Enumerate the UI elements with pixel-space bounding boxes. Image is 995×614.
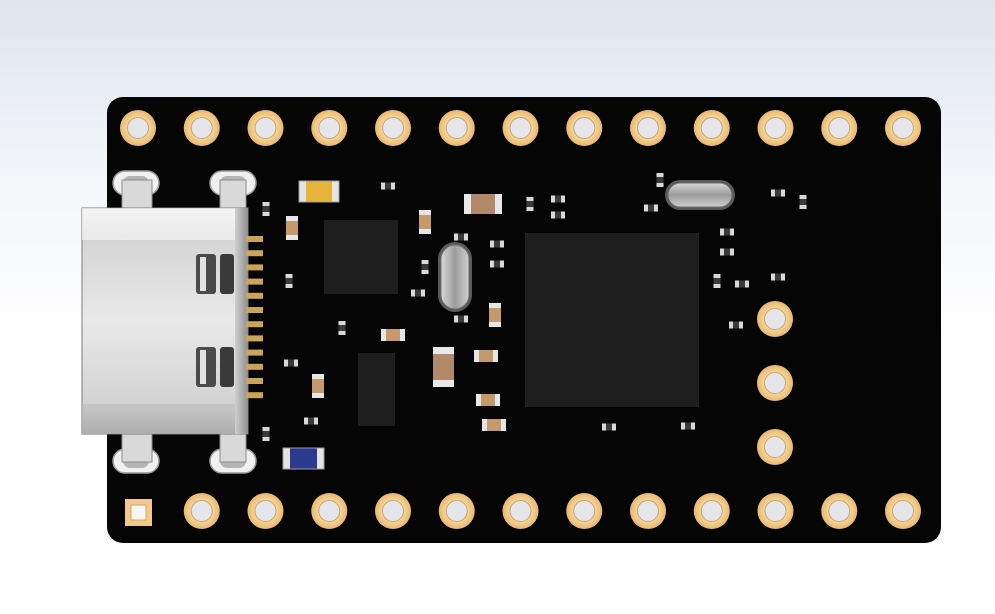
header-pad xyxy=(885,493,921,529)
usb-c-connector xyxy=(81,179,249,463)
side-pads xyxy=(757,301,793,465)
smd-resistor xyxy=(799,195,807,209)
header-pad xyxy=(821,110,858,146)
smd-capacitor xyxy=(489,303,501,327)
smd-resistor xyxy=(551,211,565,219)
header-pad xyxy=(375,110,411,146)
header-pad xyxy=(311,493,348,529)
capacitor-brown-vertical xyxy=(433,347,454,387)
usb-contact xyxy=(246,349,263,356)
header-pad xyxy=(630,493,666,529)
header-pad xyxy=(693,493,730,529)
header-pad xyxy=(502,110,539,146)
header-pad xyxy=(566,493,603,529)
top-header-pads xyxy=(120,110,921,146)
smd-capacitor xyxy=(286,216,298,240)
smd-resistor xyxy=(304,417,318,425)
smd-resistor xyxy=(713,274,721,288)
pin1-square-pad xyxy=(125,499,152,526)
header-pad xyxy=(693,110,730,146)
side-pad xyxy=(757,301,793,337)
usb-contact xyxy=(246,363,263,370)
header-pad xyxy=(757,493,794,529)
header-pad xyxy=(438,110,475,146)
header-pad xyxy=(183,493,220,529)
smd-resistor xyxy=(771,189,785,197)
smd-resistor xyxy=(551,195,565,203)
crystal-vertical xyxy=(438,242,472,312)
smd-resistor xyxy=(771,273,785,281)
header-pad xyxy=(630,110,666,146)
header-pad xyxy=(247,493,284,529)
header-pad xyxy=(757,110,794,146)
led-yellow xyxy=(298,180,340,203)
usb-contact xyxy=(246,264,263,271)
usb-interface-chip xyxy=(324,220,398,294)
header-pad xyxy=(183,110,220,146)
main-mcu-chip xyxy=(525,233,699,407)
side-pad xyxy=(757,365,793,401)
header-pad xyxy=(502,493,539,529)
led-blue xyxy=(282,447,325,470)
usb-contact xyxy=(246,250,263,257)
header-pad xyxy=(438,493,475,529)
usb-contact xyxy=(246,392,263,399)
smd-resistor xyxy=(262,202,270,216)
usb-contact xyxy=(246,292,263,299)
header-pad xyxy=(885,110,921,146)
smd-capacitor xyxy=(419,210,431,234)
usb-contact xyxy=(246,321,263,328)
smd-resistor xyxy=(729,321,743,329)
side-pad xyxy=(757,429,793,465)
smd-resistor xyxy=(338,321,346,335)
smd-resistor xyxy=(490,260,504,268)
pcb-board xyxy=(107,97,941,543)
smd-capacitor xyxy=(476,394,500,406)
header-pad xyxy=(247,110,284,146)
smd-resistor xyxy=(602,423,616,431)
smd-capacitor xyxy=(381,329,405,341)
usb-contact xyxy=(246,335,263,342)
smd-resistor xyxy=(285,274,293,288)
smd-resistor xyxy=(735,280,749,288)
header-pad xyxy=(375,493,411,529)
smd-resistor xyxy=(720,248,734,256)
header-pad xyxy=(120,110,156,146)
smd-resistor xyxy=(262,427,270,441)
usb-contact xyxy=(246,236,263,242)
smd-components xyxy=(262,173,807,441)
smd-resistor xyxy=(454,233,468,241)
capacitor-brown-horizontal xyxy=(464,194,502,214)
usb-contact xyxy=(246,378,263,384)
bottom-header-pads xyxy=(183,493,921,529)
regulator-chip xyxy=(358,353,395,426)
smd-resistor xyxy=(490,240,504,248)
smd-resistor xyxy=(421,260,429,274)
usb-contact xyxy=(246,278,263,285)
smd-resistor xyxy=(284,359,298,367)
smd-resistor xyxy=(644,204,658,212)
smd-capacitor xyxy=(482,419,506,431)
smd-resistor xyxy=(411,289,425,297)
smd-resistor xyxy=(720,228,734,236)
smd-capacitor xyxy=(312,374,324,398)
smd-resistor xyxy=(681,422,695,430)
usb-gold-contacts xyxy=(246,236,263,399)
header-pad xyxy=(311,110,348,146)
smd-resistor xyxy=(526,197,534,211)
header-pad xyxy=(821,493,858,529)
smd-resistor xyxy=(454,315,468,323)
smd-resistor xyxy=(381,182,395,190)
smd-capacitor xyxy=(474,350,498,362)
crystal-horizontal xyxy=(665,180,735,210)
header-pad xyxy=(566,110,603,146)
usb-contact xyxy=(246,307,263,313)
smd-resistor xyxy=(656,173,664,187)
